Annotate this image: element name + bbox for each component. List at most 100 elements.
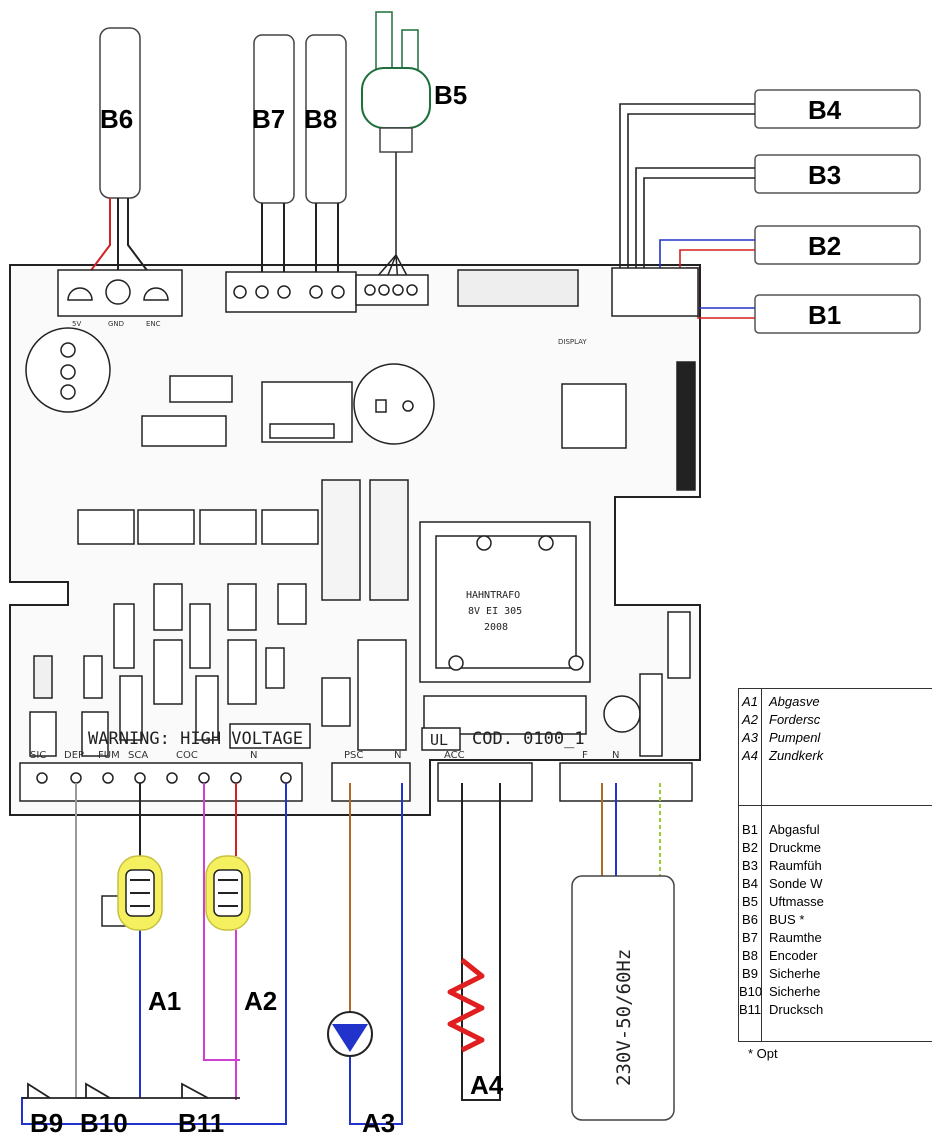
legend-code: B5	[742, 894, 758, 909]
legend-footnote: * Opt	[748, 1046, 778, 1061]
terminal-screws	[36, 772, 292, 784]
component-a4	[447, 958, 485, 1053]
transformer-line-1: HAHNTRAFO	[466, 590, 520, 601]
connector-label-enc: ENC	[146, 320, 161, 328]
sensor-b3	[754, 154, 921, 194]
term-f: F	[582, 750, 588, 761]
legend-desc: BUS *	[769, 912, 805, 927]
label-b2: B2	[808, 231, 841, 261]
label-a3: A3	[362, 1108, 395, 1134]
term-psc: PSC	[344, 750, 363, 761]
legend-row: A3 Pumpenl	[739, 729, 932, 747]
sensor-b2	[754, 225, 921, 265]
board-components	[19, 267, 699, 802]
switch-contacts	[22, 1082, 240, 1099]
bottom-wires	[21, 783, 661, 1125]
legend-row: B10 Sicherhe	[739, 983, 932, 1001]
label-b9: B9	[30, 1108, 63, 1134]
connector-label-gnd: GND	[108, 320, 124, 328]
legend-row: B8 Encoder	[739, 947, 932, 965]
legend-code: B4	[742, 876, 758, 891]
legend-group-separator	[739, 805, 932, 806]
legend-desc: Sonde W	[769, 876, 823, 891]
legend-row: B11 Drucksch	[739, 1001, 932, 1019]
label-b1: B1	[808, 300, 841, 330]
term-coc: COC	[176, 750, 198, 761]
sensor-b8	[305, 34, 347, 204]
term-fum: FUM	[98, 750, 120, 761]
label-b7: B7	[252, 104, 285, 134]
legend-desc: Encoder	[769, 948, 818, 963]
component-a1	[101, 855, 163, 931]
label-a1: A1	[148, 986, 181, 1016]
legend-code: B8	[742, 948, 758, 963]
legend-desc: Drucksch	[769, 1002, 824, 1017]
term-acc: ACC	[444, 750, 465, 761]
term-n: N	[250, 750, 257, 761]
component-a2	[205, 855, 251, 931]
transformer-line-3: 2008	[484, 622, 508, 633]
sensor-b5	[361, 11, 431, 153]
legend-desc: Uftmasse	[769, 894, 824, 909]
label-a4: A4	[470, 1070, 504, 1100]
label-b3: B3	[808, 160, 841, 190]
legend-code: B3	[742, 858, 758, 873]
legend-desc: Pumpenl	[769, 730, 821, 745]
legend-desc: Raumfüh	[769, 858, 822, 873]
transformer-line-2: 8V EI 305	[468, 606, 522, 617]
sensor-b7	[253, 34, 295, 204]
legend-desc: Abgasve	[769, 694, 820, 709]
ul-box	[421, 727, 461, 751]
cod-text: COD. 0100_1	[472, 729, 585, 749]
legend-row: B3 Raumfüh	[739, 857, 932, 875]
power-supply-box	[571, 875, 675, 1121]
legend-row: B9 Sicherhe	[739, 965, 932, 983]
legend-code: A3	[742, 730, 758, 745]
ul-mark: UL	[430, 731, 448, 749]
legend-code: A4	[742, 748, 758, 763]
sensor-b4	[754, 89, 921, 129]
legend-row: B7 Raumthe	[739, 929, 932, 947]
legend-desc: Fordersc	[769, 712, 821, 727]
legend-code: B1	[742, 822, 758, 837]
legend-desc: Zundkerk	[769, 748, 824, 763]
legend-desc: Sicherhe	[769, 966, 821, 981]
legend-row: A2 Fordersc	[739, 711, 932, 729]
component-a3	[327, 1011, 373, 1057]
label-b6: B6	[100, 104, 133, 134]
label-b4: B4	[808, 95, 842, 125]
label-b10: B10	[80, 1108, 128, 1134]
legend-code: A2	[742, 712, 758, 727]
legend-row: A1 Abgasve	[739, 693, 932, 711]
legend-row: B1 Abgasful	[739, 821, 932, 839]
legend-desc: Sicherhe	[769, 984, 821, 999]
legend-desc: Raumthe	[769, 930, 822, 945]
legend-code: A1	[742, 694, 758, 709]
term-psc-n: N	[394, 750, 401, 761]
legend-column-divider	[761, 689, 762, 1041]
legend-code: B7	[742, 930, 758, 945]
legend-code: B2	[742, 840, 758, 855]
legend-row: A4 Zundkerk	[739, 747, 932, 765]
legend-desc: Abgasful	[769, 822, 820, 837]
legend-row: B6 BUS *	[739, 911, 932, 929]
legend-row: B4 Sonde W	[739, 875, 932, 893]
warning-text: WARNING: HIGH VOLTAGE	[88, 729, 303, 749]
label-b8: B8	[304, 104, 337, 134]
legend-table: A1 Abgasve A2 Fordersc A3 Pumpenl A4 Zun…	[738, 688, 932, 1042]
legend-code: B9	[742, 966, 758, 981]
legend-code: B6	[742, 912, 758, 927]
legend-code: B10	[739, 984, 763, 999]
power-supply-label: 230V-50/60Hz	[613, 949, 635, 1086]
sensor-b6	[99, 27, 141, 199]
legend-code: B11	[739, 1002, 762, 1017]
term-sca: SCA	[128, 750, 148, 761]
sensor-b1	[754, 294, 921, 334]
label-b5: B5	[434, 80, 467, 110]
connector-label-5v: 5V	[72, 320, 81, 328]
display-label: DISPLAY	[558, 338, 587, 346]
label-a2: A2	[244, 986, 277, 1016]
term-dep: DEP	[64, 750, 84, 761]
legend-desc: Druckme	[769, 840, 822, 855]
